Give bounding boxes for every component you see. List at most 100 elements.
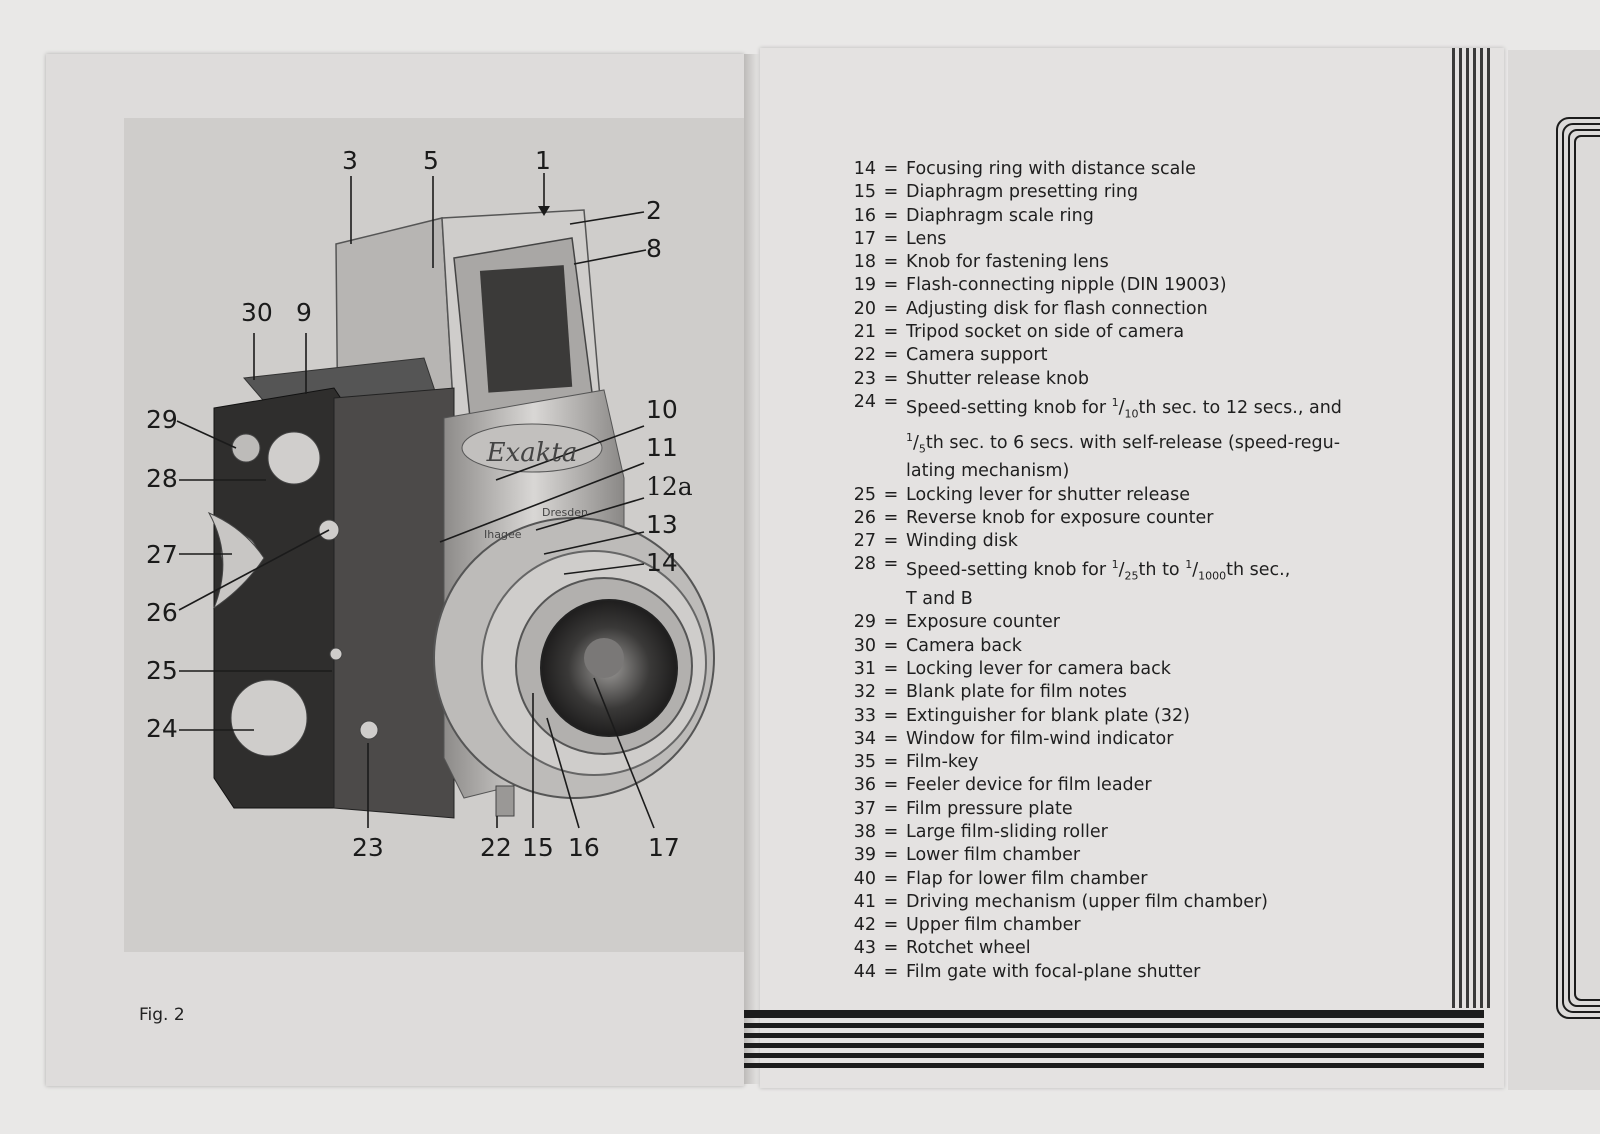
equals-sign: = [883,658,899,679]
callout-28: 28 [146,464,178,493]
callout-10: 10 [646,395,678,424]
parts-legend: 14=Focusing ring with distance scale 15=… [850,158,1380,984]
equals-sign: = [883,531,899,552]
legend-text: Shutter release knob [906,368,1089,389]
callout-24: 24 [146,714,178,743]
equals-sign: = [883,298,899,319]
legend-number: 33 [853,705,876,726]
callout-26: 26 [146,598,178,627]
callout-25: 25 [146,656,178,685]
legend-row: 43=Rotchet wheel [850,937,1380,960]
legend-row: 42=Upper film chamber [850,914,1380,937]
callout-22: 22 [480,833,512,862]
callout-27: 27 [146,540,178,569]
equals-sign: = [883,705,899,726]
equals-sign: = [883,612,899,633]
legend-row: 24=Speed-setting knob for 1/10th sec. to… [850,391,1380,484]
equals-sign: = [883,752,899,773]
callout-12a: 12a [646,472,693,501]
legend-text: Extinguisher for blank plate (32) [906,705,1190,726]
legend-row: 23=Shutter release knob [850,368,1380,391]
legend-row: 15=Diaphragm presetting ring [850,181,1380,204]
legend-number: 23 [853,368,876,389]
legend-text-part: th to [1138,560,1186,581]
camera-illustration: Exakta Ihagee Dresden [176,173,715,829]
legend-number: 32 [853,682,876,703]
equals-sign: = [883,775,899,796]
legend-number: 25 [853,484,876,505]
legend-text-part: th sec. to 12 secs., and [1138,397,1342,418]
legend-text-part: th sec., [1226,560,1291,581]
legend-number: 15 [853,182,876,203]
brand-engraving: Exakta [486,438,578,468]
legend-row: 36=Feeler device for film leader [850,774,1380,797]
legend-row: 28=Speed-setting knob for 1/25th to 1/10… [850,553,1380,611]
fraction-numerator: 1 [906,430,913,444]
legend-number: 28 [853,554,876,575]
legend-number: 34 [853,728,876,749]
legend-row: 30=Camera back [850,635,1380,658]
equals-sign: = [883,798,899,819]
viewfinder-hood [335,209,601,449]
equals-sign: = [883,728,899,749]
fraction-denominator: 10 [1124,407,1139,421]
legend-number: 40 [853,868,876,889]
equals-sign: = [883,391,899,412]
callout-16: 16 [568,833,600,862]
equals-sign: = [883,345,899,366]
legend-row: 31=Locking lever for camera back [850,658,1380,681]
equals-sign: = [883,682,899,703]
equals-sign: = [883,484,899,505]
legend-number: 21 [853,322,876,343]
legend-text: Feeler device for film leader [906,775,1152,796]
legend-text: Camera support [906,345,1048,366]
callout-11: 11 [646,433,678,462]
legend-text: Knob for fastening lens [906,252,1109,273]
legend-row: 14=Focusing ring with distance scale [850,158,1380,181]
legend-row: 21 = Tripod socket on side of camera [850,321,1380,344]
legend-text: Flap for lower film chamber [906,868,1148,889]
legend-text: Reverse knob for exposure counter [906,507,1214,528]
legend-row: 29=Exposure counter [850,611,1380,634]
legend-number: 14 [853,159,876,179]
callout-2: 2 [646,196,662,225]
maker-engraving-2: Dresden [542,506,588,519]
equals-sign: = [883,322,899,343]
legend-number: 38 [853,822,876,842]
equals-sign: = [883,205,899,226]
legend-row: 41=Driving mechanism (upper film chamber… [850,891,1380,914]
callout-23: 23 [352,833,384,862]
decorative-stripes-horizontal [744,1010,1484,1068]
legend-text: Lower film chamber [906,845,1081,866]
legend-row: 37=Film pressure plate [850,798,1380,821]
legend-text: Large film-sliding roller [906,822,1108,842]
legend-text: Speed-setting knob for 1/10th sec. to 12… [906,395,1342,482]
right-page [760,48,1504,1088]
legend-text: Film gate with focal-plane shutter [906,961,1201,982]
legend-text: Film-key [906,752,979,773]
legend-number: 29 [853,612,876,633]
legend-number: 17 [853,228,876,249]
callout-15: 15 [522,833,554,862]
legend-text: Tripod socket on side of camera [906,322,1185,343]
equals-sign: = [883,275,899,296]
decorative-stripes-vertical [1452,48,1490,1008]
callout-17: 17 [648,833,680,862]
fraction-denominator: 5 [918,441,926,455]
legend-number: 27 [853,531,876,552]
legend-row: 38=Large film-sliding roller [850,821,1380,844]
legend-number: 43 [853,938,876,959]
callout-14: 14 [646,548,678,577]
legend-row: 27=Winding disk [850,530,1380,553]
legend-row: 20=Adjusting disk for flash connection [850,298,1380,321]
legend-row: 16=Diaphragm scale ring [850,205,1380,228]
legend-text: Diaphragm scale ring [906,205,1094,226]
decorative-frame [1556,117,1600,1019]
legend-text-part: lating mechanism) [906,461,1070,482]
legend-text: Upper film chamber [906,915,1081,936]
legend-text: Focusing ring with distance scale [906,159,1196,179]
legend-row: 22=Camera support [850,344,1380,367]
legend-number: 39 [853,845,876,866]
legend-text: Window for film-wind indicator [906,728,1174,749]
equals-sign: = [883,915,899,936]
